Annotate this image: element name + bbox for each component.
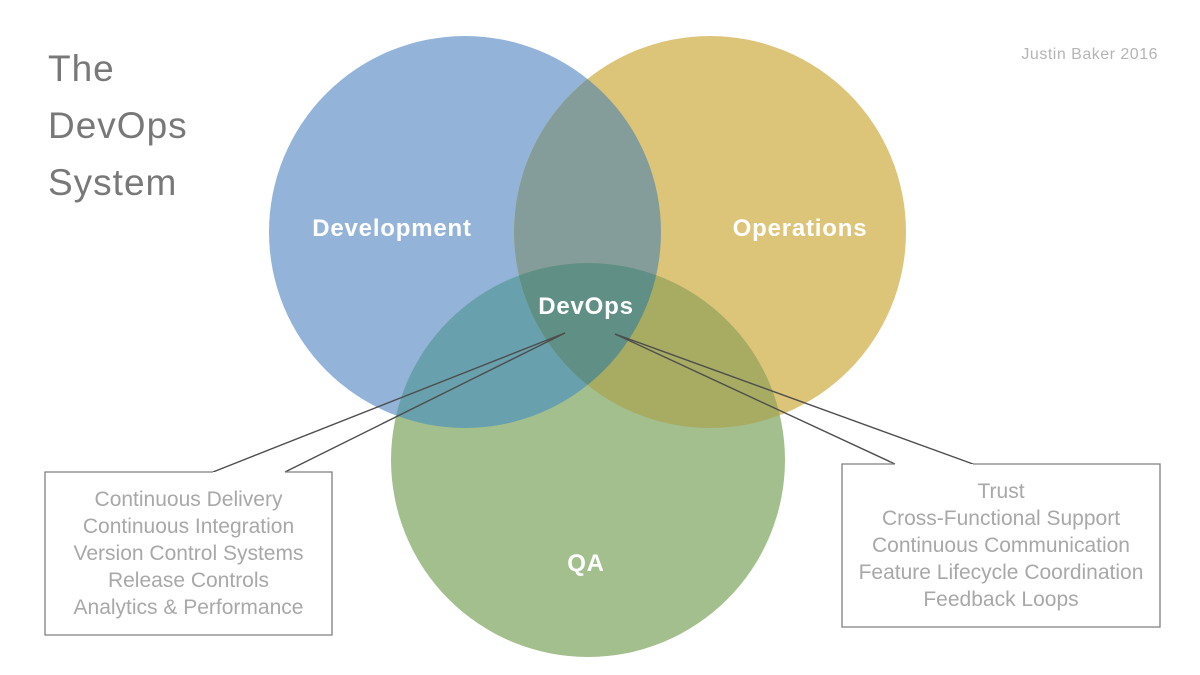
- devops-center-label: DevOps: [538, 293, 634, 320]
- title-line-2: DevOps: [48, 105, 188, 146]
- list-item: Feedback Loops: [923, 588, 1079, 611]
- list-item: Cross-Functional Support: [881, 507, 1121, 530]
- list-item: Feature Lifecycle Coordination: [858, 561, 1144, 584]
- left-callout-line-2: [284, 332, 566, 473]
- title-line-3: System: [48, 162, 178, 203]
- operations-label: Operations: [732, 215, 868, 242]
- list-item: Continuous Integration: [82, 515, 295, 538]
- list-item: Analytics & Performance: [73, 596, 304, 619]
- list-item: Release Controls: [107, 569, 270, 592]
- left-callout-list: Continuous Delivery Continuous Integrati…: [45, 472, 332, 635]
- qa-label: QA: [567, 550, 605, 577]
- list-item: Continuous Delivery: [94, 488, 283, 511]
- dev-qa-overlap: [391, 263, 661, 428]
- credit-text: Justin Baker 2016: [1021, 46, 1158, 63]
- title-line-1: The: [48, 48, 115, 89]
- right-callout-line-2: [614, 333, 974, 465]
- list-item: Continuous Communication: [872, 534, 1130, 557]
- left-callout-line-1: [212, 332, 566, 473]
- ops-qa-overlap: [514, 263, 785, 428]
- list-item: Trust: [977, 480, 1025, 503]
- right-callout-line-1: [614, 333, 896, 465]
- right-callout-box: [841, 463, 1161, 628]
- right-callout-list: Trust Cross-Functional Support Continuou…: [842, 464, 1160, 627]
- development-label: Development: [312, 215, 472, 242]
- page-title: The DevOps System: [48, 40, 188, 211]
- left-callout-box: [44, 471, 333, 636]
- list-item: Version Control Systems: [73, 542, 304, 565]
